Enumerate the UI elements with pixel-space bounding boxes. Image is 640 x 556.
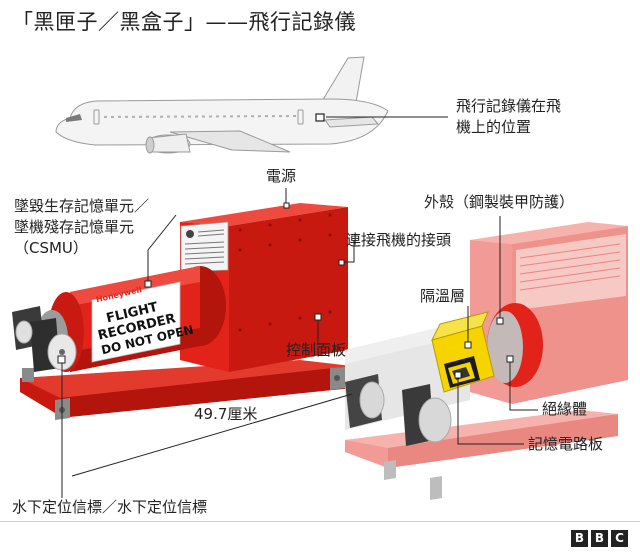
label-location: 飛行記錄儀在飛 機上的位置 (456, 97, 562, 136)
label-csmu: 墜毀生存記憶單元／ 墜機殘存記憶單元 （CSMU） (14, 197, 150, 257)
label-control-panel: 控制面板 (286, 341, 347, 359)
bbc-logo-letter: B (571, 530, 588, 547)
bbc-logo: B B C (571, 530, 628, 547)
label-connector: 連接飛機的接頭 (346, 231, 452, 249)
airplane-illustration (55, 56, 389, 154)
footer-divider (0, 521, 640, 522)
flight-recorder-cutaway (345, 222, 628, 500)
label-isolation: 絕緣體 (542, 400, 588, 418)
label-beacon: 水下定位信標／水下定位信標 (12, 498, 208, 516)
bbc-logo-letter: B (591, 530, 608, 547)
label-casing: 外殼（鋼製裝甲防護） (424, 193, 575, 211)
label-insulation: 隔溫層 (420, 287, 466, 305)
page-title: 「黑匣子／黑盒子」——飛行記錄儀 (12, 10, 356, 34)
label-dimension: 49.7厘米 (194, 405, 258, 423)
leader-lines (57, 188, 538, 498)
label-power: 電源 (266, 167, 297, 185)
label-memory-board: 記憶電路板 (528, 435, 604, 453)
bbc-logo-letter: C (611, 530, 628, 547)
